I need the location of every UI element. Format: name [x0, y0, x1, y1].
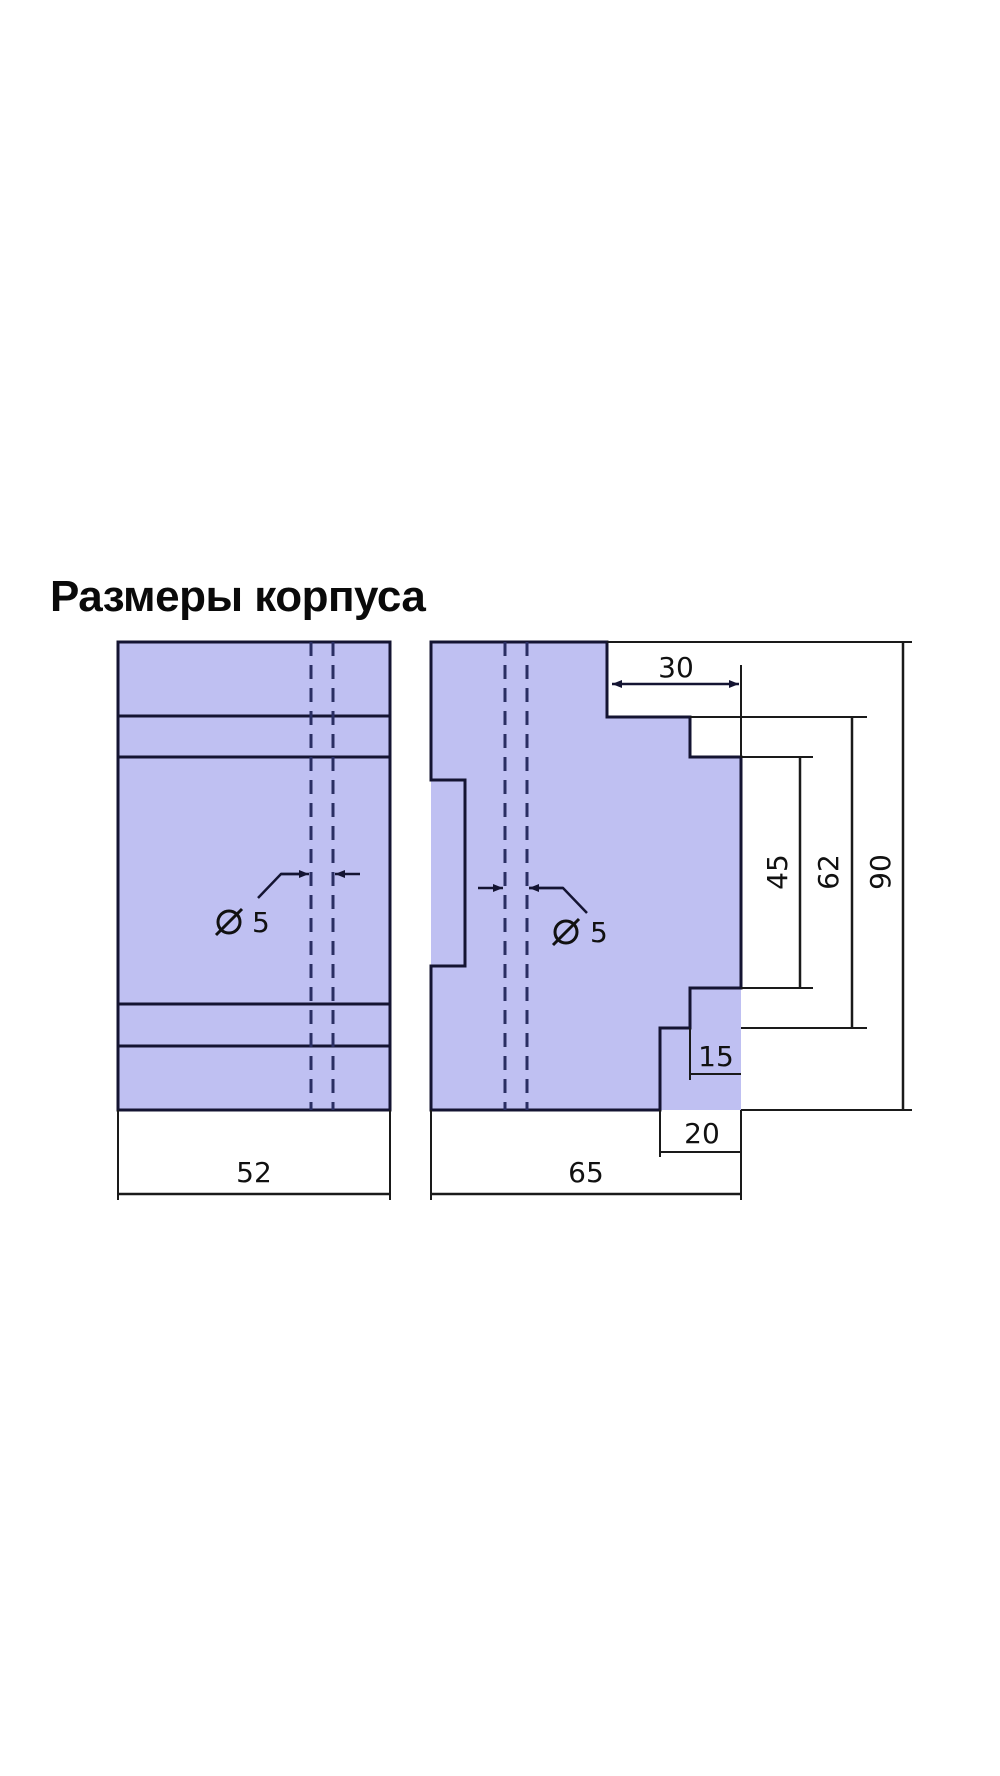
- side-step-label-20: 20: [684, 1117, 720, 1150]
- side-top-step-label: 30: [658, 651, 694, 684]
- page-title: Размеры корпуса: [50, 572, 426, 621]
- side-height-label-90: 90: [864, 854, 897, 890]
- svg-text:5: 5: [590, 916, 608, 949]
- side-step-label-15: 15: [698, 1040, 734, 1073]
- side-width-label: 65: [568, 1156, 604, 1189]
- side-height-label-62: 62: [812, 854, 845, 890]
- side-view: 5 45 62 90 30 15 20 65: [429, 640, 912, 1200]
- side-hole-label: 5: [551, 916, 608, 949]
- front-view: 5 52: [116, 640, 392, 1200]
- side-height-label-45: 45: [761, 854, 794, 890]
- side-hole-leader: [529, 886, 588, 914]
- front-body: [116, 640, 392, 1112]
- svg-text:5: 5: [252, 906, 270, 939]
- front-hole-label: 5: [214, 906, 270, 939]
- front-width-label: 52: [236, 1156, 272, 1189]
